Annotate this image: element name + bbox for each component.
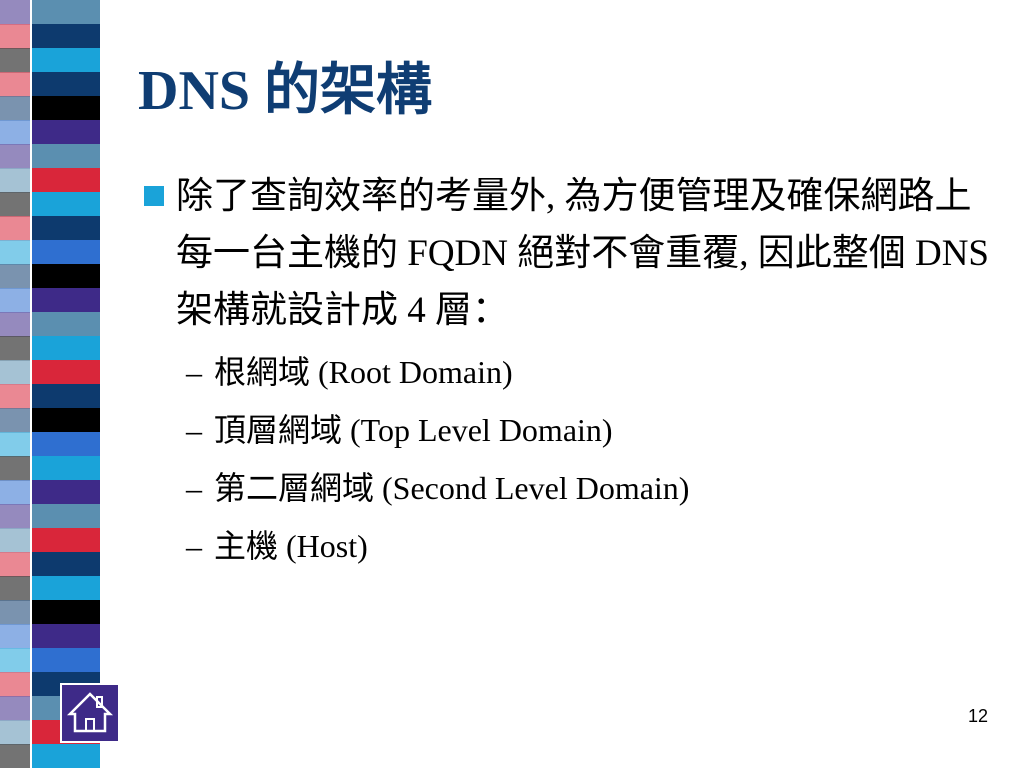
sub-item-host: –主機 (Host) [186, 517, 1000, 575]
stripe-segment-edge [0, 240, 30, 265]
dash-marker: – [186, 412, 202, 448]
stripe-segment [32, 264, 100, 289]
sub-item-text: 第二層網域 (Second Level Domain) [214, 470, 690, 506]
sub-item-text: 主機 (Host) [214, 528, 368, 564]
stripe-segment-edge [0, 120, 30, 145]
stripe-segment-edge [0, 600, 30, 625]
stripe-segment [32, 384, 100, 409]
stripe-segment-edge [0, 432, 30, 457]
decorative-stripe-bar [0, 0, 120, 768]
stripe-segment-edge [0, 144, 30, 169]
sub-item-text: 頂層網域 (Top Level Domain) [214, 412, 613, 448]
stripe-segment-edge [0, 264, 30, 289]
stripe-segment-edge [0, 672, 30, 697]
stripe-segment [32, 744, 100, 768]
home-icon [66, 692, 114, 733]
stripe-segment [32, 432, 100, 457]
stripe-segment-edge [0, 480, 30, 505]
stripe-segment-edge [0, 216, 30, 241]
bullet-item: 除了查詢效率的考量外, 為方便管理及確保網路上每一台主機的 FQDN 絕對不會重… [140, 168, 1000, 339]
stripe-segment [32, 480, 100, 505]
sub-item-second-level-domain: –第二層網域 (Second Level Domain) [186, 459, 1000, 517]
stripe-segment [32, 0, 100, 25]
stripe-segment-edge [0, 504, 30, 529]
stripe-segment [32, 576, 100, 601]
bullet-text: 除了查詢效率的考量外, 為方便管理及確保網路上每一台主機的 FQDN 絕對不會重… [176, 176, 990, 331]
stripe-segment-edge [0, 0, 30, 25]
stripe-segment-edge [0, 384, 30, 409]
stripe-segment [32, 456, 100, 481]
stripe-segment [32, 96, 100, 121]
stripe-segment [32, 336, 100, 361]
stripe-segment-edge [0, 696, 30, 721]
stripe-segment-edge [0, 48, 30, 73]
sub-item-root-domain: –根網域 (Root Domain) [186, 343, 1000, 401]
stripe-segment [32, 144, 100, 169]
stripe-segment-edge [0, 624, 30, 649]
slide-title: DNS 的架構 [138, 60, 433, 122]
stripe-segment [32, 408, 100, 433]
stripe-segment-edge [0, 552, 30, 577]
stripe-segment-edge [0, 576, 30, 601]
stripe-segment-edge [0, 648, 30, 673]
stripe-segment-edge [0, 528, 30, 553]
sub-item-text: 根網域 (Root Domain) [214, 354, 513, 390]
stripe-segment-edge [0, 408, 30, 433]
stripe-segment-edge [0, 288, 30, 313]
sub-list: –根網域 (Root Domain) –頂層網域 (Top Level Doma… [140, 343, 1000, 575]
stripe-segment [32, 288, 100, 313]
home-button[interactable] [60, 683, 120, 743]
stripe-segment [32, 240, 100, 265]
stripe-segment-edge [0, 360, 30, 385]
stripe-segment [32, 360, 100, 385]
stripe-segment [32, 216, 100, 241]
stripe-segment [32, 168, 100, 193]
dash-marker: – [186, 470, 202, 506]
stripe-segment [32, 48, 100, 73]
stripe-segment-edge [0, 24, 30, 49]
stripe-segment [32, 72, 100, 97]
stripe-segment-edge [0, 192, 30, 217]
stripe-segment [32, 504, 100, 529]
stripe-segment-edge [0, 720, 30, 745]
page-number: 12 [967, 706, 988, 726]
stripe-segment-edge [0, 744, 30, 768]
stripe-segment [32, 648, 100, 673]
stripe-segment-edge [0, 72, 30, 97]
stripe-segment [32, 528, 100, 553]
stripe-segment-edge [0, 312, 30, 337]
stripe-graphic [0, 0, 100, 768]
stripe-segment [32, 552, 100, 577]
sub-item-top-level-domain: –頂層網域 (Top Level Domain) [186, 401, 1000, 459]
square-bullet-icon [144, 186, 164, 206]
dash-marker: – [186, 528, 202, 564]
stripe-segment [32, 24, 100, 49]
stripe-segment [32, 192, 100, 217]
stripe-segment-edge [0, 456, 30, 481]
stripe-segment [32, 600, 100, 625]
stripe-segment [32, 312, 100, 337]
stripe-segment-edge [0, 96, 30, 121]
dash-marker: – [186, 354, 202, 390]
stripe-segment-edge [0, 336, 30, 361]
stripe-segment [32, 624, 100, 649]
stripe-segment [32, 120, 100, 145]
slide-body: 除了查詢效率的考量外, 為方便管理及確保網路上每一台主機的 FQDN 絕對不會重… [140, 168, 1000, 575]
stripe-segment-edge [0, 168, 30, 193]
